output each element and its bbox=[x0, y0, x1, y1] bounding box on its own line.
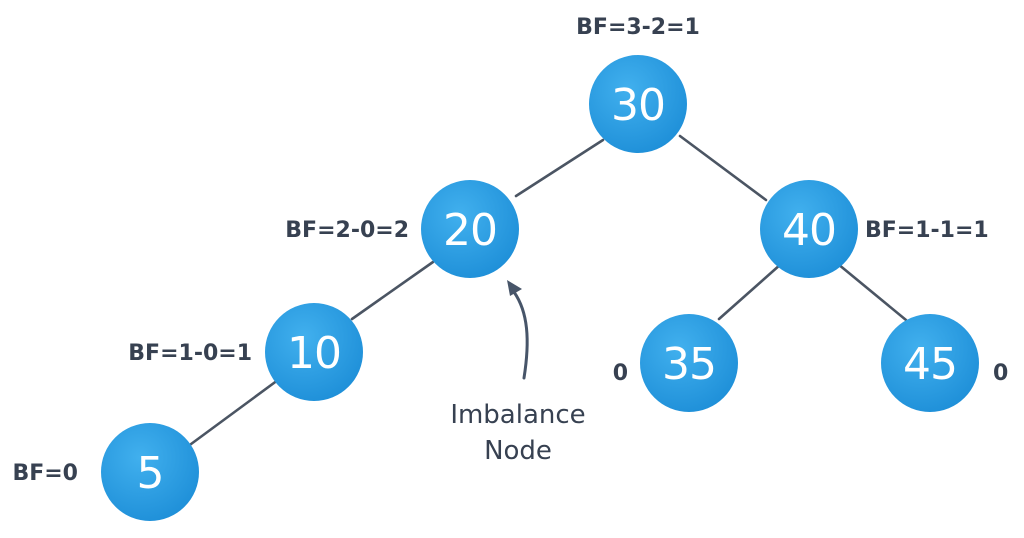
bf-label-5: BF=0 bbox=[12, 461, 78, 486]
tree-edges bbox=[185, 134, 908, 449]
node-circle bbox=[421, 180, 519, 278]
tree-node-30: 30 bbox=[589, 55, 687, 153]
node-circle bbox=[101, 423, 199, 521]
bf-label-35: 0 bbox=[613, 361, 628, 386]
bf-label-30: BF=3-2=1 bbox=[576, 15, 700, 40]
node-value: 35 bbox=[662, 339, 716, 390]
bf-label-20: BF=2-0=2 bbox=[285, 218, 409, 243]
node-value: 10 bbox=[287, 328, 341, 379]
edge-30-20 bbox=[514, 138, 605, 198]
curved-arrow-icon bbox=[512, 290, 529, 380]
tree-node-40: 40 bbox=[760, 180, 858, 278]
node-circle bbox=[640, 314, 738, 412]
tree-node-5: 5 bbox=[101, 423, 199, 521]
edge-40-35 bbox=[717, 262, 783, 321]
node-value: 5 bbox=[137, 448, 164, 499]
node-value: 30 bbox=[611, 80, 665, 131]
node-value: 45 bbox=[903, 339, 957, 390]
edge-40-45 bbox=[836, 262, 908, 322]
bf-label-40: BF=1-1=1 bbox=[865, 218, 989, 243]
tree-node-45: 45 bbox=[881, 314, 979, 412]
bf-label-10: BF=1-0=1 bbox=[128, 341, 252, 366]
node-circle bbox=[265, 303, 363, 401]
node-circle bbox=[881, 314, 979, 412]
imbalance-annotation: Imbalance Node bbox=[450, 280, 586, 466]
tree-node-20: 20 bbox=[421, 180, 519, 278]
imbalance-label-line2: Node bbox=[484, 436, 552, 466]
edge-20-10 bbox=[350, 260, 435, 321]
imbalance-label-line1: Imbalance bbox=[450, 400, 585, 430]
arrowhead-icon bbox=[507, 280, 522, 296]
tree-node-35: 35 bbox=[640, 314, 738, 412]
node-value: 40 bbox=[782, 205, 836, 256]
node-value: 20 bbox=[443, 205, 497, 256]
node-circle bbox=[589, 55, 687, 153]
node-circle bbox=[760, 180, 858, 278]
tree-node-10: 10 bbox=[265, 303, 363, 401]
balance-factor-labels: BF=3-2=1 BF=2-0=2 BF=1-1=1 BF=1-0=1 0 0 … bbox=[12, 15, 1008, 486]
edge-10-5 bbox=[185, 378, 280, 449]
bf-label-45: 0 bbox=[993, 361, 1008, 386]
edge-30-40 bbox=[678, 134, 768, 202]
